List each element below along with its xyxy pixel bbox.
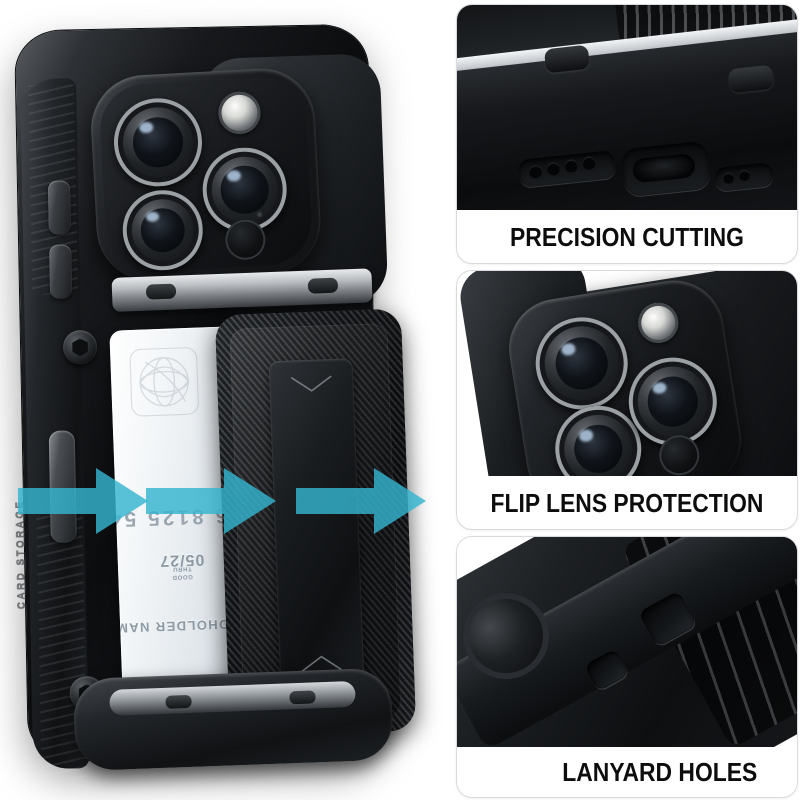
chevron-down-icon <box>288 373 335 395</box>
usb-c-port-cutout <box>620 140 712 198</box>
chevron-up-icon <box>298 653 345 675</box>
slider-nub-left <box>145 283 177 300</box>
panel-2-caption: FLIP LENS PROTECTION <box>490 488 764 518</box>
card-slot-door[interactable] <box>214 308 417 738</box>
feature-panel-precision-cutting: PRECISION CUTTING <box>456 4 798 264</box>
camera-island-closeup <box>501 273 749 476</box>
volume-up-button[interactable] <box>47 180 71 235</box>
lens-glint <box>226 169 241 182</box>
camera-island <box>88 65 324 284</box>
feature-panel-flip-lens-protection: FLIP LENS PROTECTION <box>456 270 798 530</box>
bumper-nub-left <box>165 694 192 709</box>
panel-1-photo <box>457 5 797 210</box>
bumper-metal-lip <box>109 680 356 716</box>
card-hologram-icon <box>126 344 203 421</box>
camera-lens-wide <box>529 310 635 417</box>
case-bottom-bumper <box>72 667 394 772</box>
hero-product-photo: CARD STORAGE <box>0 0 448 800</box>
panel-3-photo <box>457 537 797 747</box>
hex-screw-top <box>62 329 98 365</box>
phone-case-body: CARD STORAGE <box>15 24 417 780</box>
panel-2-photo <box>457 271 797 476</box>
feature-panel-lanyard-holes: LANYARD HOLES <box>456 536 798 798</box>
panel-3-caption: LANYARD HOLES <box>562 757 758 787</box>
volume-down-button[interactable] <box>49 244 73 299</box>
camera-flash-icon <box>635 300 682 346</box>
bumper-nub-right <box>289 690 316 705</box>
kickstand-plate[interactable] <box>268 358 365 690</box>
panel-1-caption: PRECISION CUTTING <box>510 222 744 252</box>
slider-nub-right <box>307 277 339 294</box>
